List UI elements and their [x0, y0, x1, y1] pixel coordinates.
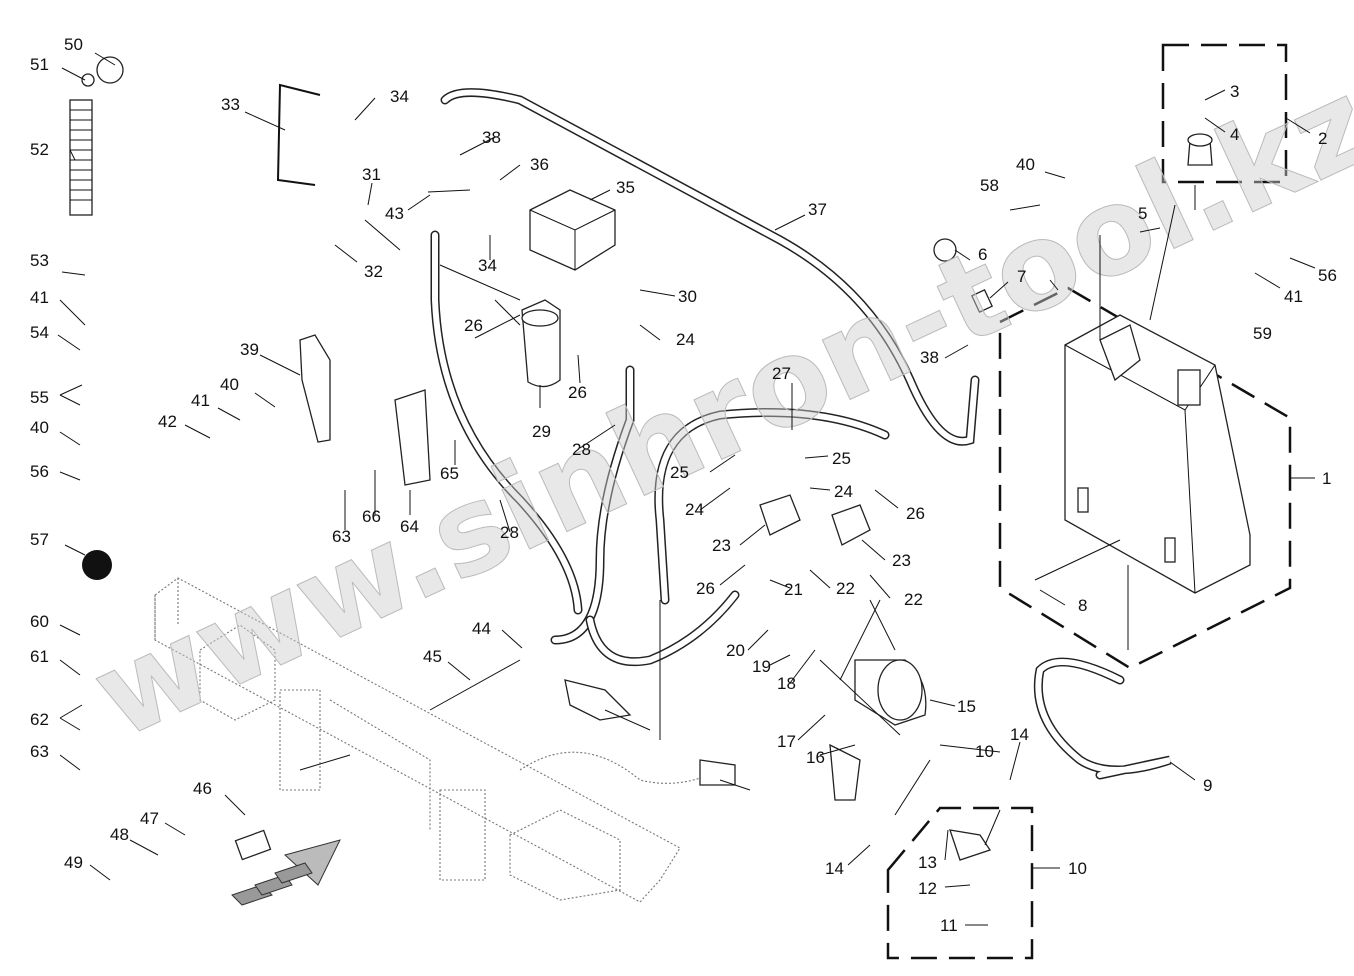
callout-14b[interactable]: 14 — [825, 859, 844, 878]
callout-19[interactable]: 19 — [752, 657, 771, 676]
callout-7[interactable]: 7 — [1017, 267, 1026, 286]
callout-24b[interactable]: 24 — [685, 500, 704, 519]
callout-29[interactable]: 29 — [532, 422, 551, 441]
callout-6[interactable]: 6 — [978, 245, 987, 264]
callout-45[interactable]: 45 — [423, 647, 442, 666]
callout-42[interactable]: 42 — [158, 412, 177, 431]
callout-33[interactable]: 33 — [221, 95, 240, 114]
callout-40b[interactable]: 40 — [30, 418, 49, 437]
callout-44[interactable]: 44 — [472, 619, 491, 638]
callout-26c[interactable]: 26 — [696, 579, 715, 598]
callout-40c[interactable]: 40 — [1016, 155, 1035, 174]
callout-28a[interactable]: 28 — [500, 523, 519, 542]
callout-13[interactable]: 13 — [918, 853, 937, 872]
callout-66[interactable]: 66 — [362, 507, 381, 526]
callout-41b[interactable]: 41 — [30, 288, 49, 307]
callout-26a[interactable]: 26 — [464, 316, 483, 335]
callout-37[interactable]: 37 — [808, 200, 827, 219]
callout-23a[interactable]: 23 — [712, 536, 731, 555]
callout-21[interactable]: 21 — [784, 580, 803, 599]
callout-41c[interactable]: 41 — [1284, 287, 1303, 306]
detail-box-10 — [886, 806, 1034, 960]
callout-65[interactable]: 65 — [440, 464, 459, 483]
callout-24c[interactable]: 24 — [834, 482, 853, 501]
callout-34a[interactable]: 34 — [390, 87, 409, 106]
callout-8[interactable]: 8 — [1078, 596, 1087, 615]
callout-63a[interactable]: 63 — [30, 742, 49, 761]
callout-10a[interactable]: 10 — [975, 742, 994, 761]
callout-1[interactable]: 1 — [1322, 469, 1331, 488]
callout-41a[interactable]: 41 — [191, 391, 210, 410]
callout-40a[interactable]: 40 — [220, 375, 239, 394]
callout-11[interactable]: 11 — [940, 916, 958, 935]
callout-56b[interactable]: 56 — [1318, 266, 1337, 285]
plug-57 — [82, 550, 112, 580]
callout-9[interactable]: 9 — [1203, 776, 1212, 795]
callout-62[interactable]: 62 — [30, 710, 49, 729]
hydraulic-tank — [1064, 314, 1251, 594]
callout-36[interactable]: 36 — [530, 155, 549, 174]
callout-38b[interactable]: 38 — [920, 348, 939, 367]
chassis-frame — [154, 577, 721, 903]
callout-49[interactable]: 49 — [64, 853, 83, 872]
components — [69, 56, 1213, 861]
callout-17[interactable]: 17 — [777, 732, 796, 751]
callout-23b[interactable]: 23 — [892, 551, 911, 570]
callout-28b[interactable]: 28 — [572, 440, 591, 459]
callout-22b[interactable]: 22 — [904, 590, 923, 609]
callout-59[interactable]: 59 — [1253, 324, 1272, 343]
callout-48[interactable]: 48 — [110, 825, 129, 844]
callout-46[interactable]: 46 — [193, 779, 212, 798]
callout-61[interactable]: 61 — [30, 647, 49, 666]
callout-38a[interactable]: 38 — [482, 128, 501, 147]
direction-arrow — [231, 839, 341, 906]
callout-30[interactable]: 30 — [678, 287, 697, 306]
callout-31[interactable]: 31 — [362, 165, 381, 184]
callout-15[interactable]: 15 — [957, 697, 976, 716]
callout-24a[interactable]: 24 — [676, 330, 695, 349]
callout-25a[interactable]: 25 — [670, 463, 689, 482]
callout-18[interactable]: 18 — [777, 674, 796, 693]
callout-35[interactable]: 35 — [616, 178, 635, 197]
callout-52[interactable]: 52 — [30, 140, 49, 159]
callout-26b[interactable]: 26 — [568, 383, 587, 402]
callout-63b[interactable]: 63 — [332, 527, 351, 546]
callout-4[interactable]: 4 — [1230, 125, 1239, 144]
callout-58[interactable]: 58 — [980, 176, 999, 195]
callout-57[interactable]: 57 — [30, 530, 49, 549]
callout-labels: 1 2 3 4 5 6 7 8 9 10 10 11 12 13 14 14 1… — [30, 35, 1337, 935]
callout-53[interactable]: 53 — [30, 251, 49, 270]
leader-lines — [57, 52, 1316, 926]
detail-box-1 — [998, 286, 1292, 670]
callout-10b[interactable]: 10 — [1068, 859, 1087, 878]
callout-12[interactable]: 12 — [918, 879, 937, 898]
callout-2[interactable]: 2 — [1318, 129, 1327, 148]
detail-box-2 — [1161, 43, 1288, 184]
callout-60[interactable]: 60 — [30, 612, 49, 631]
callout-34b[interactable]: 34 — [478, 256, 497, 275]
callout-64[interactable]: 64 — [400, 517, 419, 536]
callout-26d[interactable]: 26 — [906, 504, 925, 523]
callout-20[interactable]: 20 — [726, 641, 745, 660]
callout-50[interactable]: 50 — [64, 35, 83, 54]
callout-16[interactable]: 16 — [806, 748, 825, 767]
callout-47[interactable]: 47 — [140, 809, 159, 828]
callout-51[interactable]: 51 — [30, 55, 49, 74]
callout-5[interactable]: 5 — [1138, 204, 1147, 223]
callout-43[interactable]: 43 — [385, 204, 404, 223]
callout-27[interactable]: 27 — [772, 364, 791, 383]
callout-3[interactable]: 3 — [1230, 82, 1239, 101]
hoses — [276, 83, 1172, 780]
callout-55[interactable]: 55 — [30, 388, 49, 407]
callout-25b[interactable]: 25 — [832, 449, 851, 468]
callout-22a[interactable]: 22 — [836, 579, 855, 598]
callout-32[interactable]: 32 — [364, 262, 383, 281]
callout-39[interactable]: 39 — [240, 340, 259, 359]
callout-56a[interactable]: 56 — [30, 462, 49, 481]
callout-54[interactable]: 54 — [30, 323, 49, 342]
callout-14a[interactable]: 14 — [1010, 725, 1029, 744]
